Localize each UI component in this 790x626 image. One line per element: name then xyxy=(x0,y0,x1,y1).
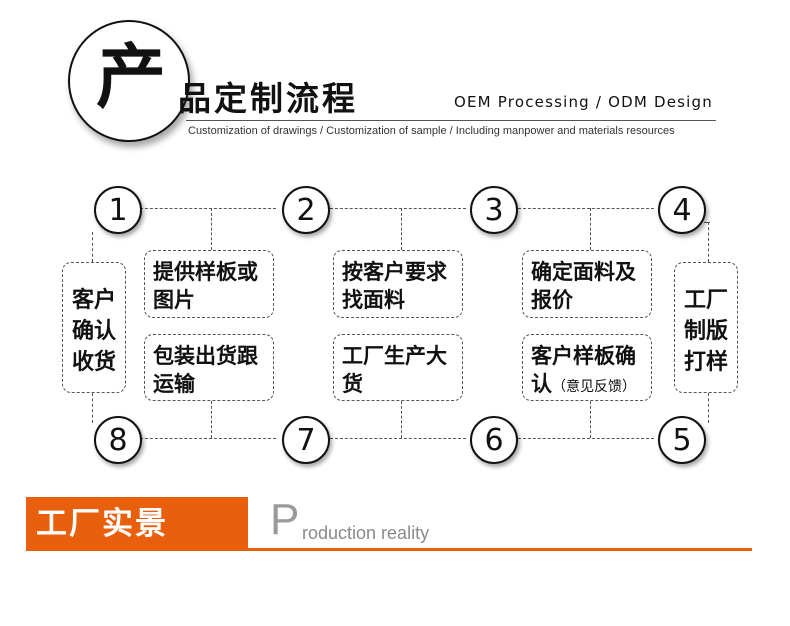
step-6-note: （意见反馈） xyxy=(552,379,636,395)
step-box-5: 工厂 制版 打样 xyxy=(674,262,738,393)
step-2-line-1: 提供样板或 xyxy=(153,260,258,284)
step-8-line-1: 包装出货跟 xyxy=(153,344,258,368)
step-5-line-3: 打样 xyxy=(683,350,728,375)
step-2-line-2: 图片 xyxy=(153,288,195,312)
step-1-line-2: 确认 xyxy=(71,319,116,344)
english-title: OEM Processing / ODM Design xyxy=(454,93,713,111)
step-number-4: 4 xyxy=(658,186,706,234)
step-box-3: 按客户要求 找面料 xyxy=(333,250,463,318)
connector-line xyxy=(590,401,591,438)
step-4-line-1: 确定面料及 xyxy=(531,260,636,284)
connector-line xyxy=(401,401,402,438)
step-3-line-1: 按客户要求 xyxy=(342,260,447,284)
header-subtitle: Customization of drawings / Customizatio… xyxy=(188,125,675,137)
header-big-char: 产 xyxy=(96,36,166,118)
connector-line xyxy=(330,208,466,209)
connector-line xyxy=(211,401,212,438)
step-number-1: 1 xyxy=(94,186,142,234)
step-number-3: 3 xyxy=(470,186,518,234)
connector-line xyxy=(92,393,93,423)
connector-line xyxy=(708,393,709,423)
connector-line xyxy=(92,232,93,262)
step-5-line-1: 工厂 xyxy=(683,288,728,313)
step-box-7: 工厂生产大 货 xyxy=(333,334,463,401)
step-4-line-2: 报价 xyxy=(531,288,573,312)
step-6-line-2: 认（意见反馈） xyxy=(531,370,643,401)
step-number-2: 2 xyxy=(282,186,330,234)
step-5-line-2: 制版 xyxy=(683,319,728,344)
step-box-8: 包装出货跟 运输 xyxy=(144,334,274,401)
connector-line xyxy=(330,438,466,439)
header-circle xyxy=(68,20,190,142)
step-number-6: 6 xyxy=(470,416,518,464)
banner-background xyxy=(26,497,248,551)
connector-line xyxy=(518,208,654,209)
step-7-line-2: 货 xyxy=(342,372,363,396)
step-3-line-2: 找面料 xyxy=(342,288,405,312)
step-number-8: 8 xyxy=(94,416,142,464)
connector-line xyxy=(708,222,709,262)
step-7-line-1: 工厂生产大 xyxy=(342,344,447,368)
step-8-line-2: 运输 xyxy=(153,372,195,396)
banner-english-title: roduction reality xyxy=(302,523,430,543)
step-box-1: 客户 确认 收货 xyxy=(62,262,126,393)
connector-line xyxy=(590,208,591,250)
step-6-line-1: 客户样板确 xyxy=(531,344,636,368)
banner-underline xyxy=(248,548,752,551)
connector-line xyxy=(140,438,276,439)
step-box-2: 提供样板或 图片 xyxy=(144,250,274,318)
connector-line xyxy=(401,208,402,250)
page-title: 品定制流程 xyxy=(178,79,358,118)
header-divider xyxy=(186,120,716,121)
banner-chinese-title: 工厂实景 xyxy=(36,506,168,542)
step-number-7: 7 xyxy=(282,416,330,464)
connector-line xyxy=(140,208,276,209)
step-1-line-1: 客户 xyxy=(71,288,116,313)
step-box-6: 客户样板确 认（意见反馈） xyxy=(522,334,652,401)
step-box-4: 确定面料及 报价 xyxy=(522,250,652,318)
banner-english-initial: P xyxy=(270,495,300,544)
step-1-line-3: 收货 xyxy=(71,350,116,375)
step-6-line-2-text: 认 xyxy=(531,372,552,396)
connector-line xyxy=(211,208,212,250)
connector-line xyxy=(518,438,654,439)
connector-line xyxy=(704,222,710,223)
step-number-5: 5 xyxy=(658,416,706,464)
